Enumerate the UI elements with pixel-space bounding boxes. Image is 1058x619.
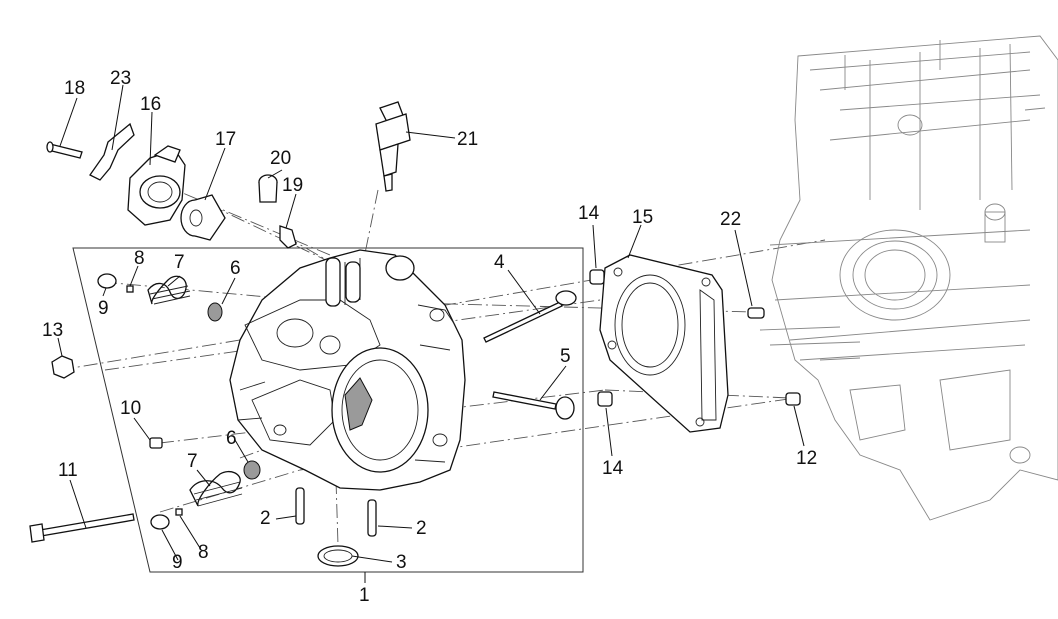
valve-spring-7-upper: [147, 275, 191, 305]
callout-2-left: 2: [260, 508, 271, 529]
cylinder-head: [229, 249, 466, 491]
callout-16: 16: [140, 94, 161, 115]
callout-13: 13: [42, 320, 63, 341]
callout-3: 3: [396, 552, 407, 573]
callout-19: 19: [282, 175, 303, 196]
o-ring-3: [317, 545, 359, 567]
callout-22: 22: [720, 209, 741, 230]
temperature-sensor-21: [375, 101, 411, 192]
callout-21: 21: [457, 129, 478, 150]
intake-valve-4: [483, 290, 577, 343]
thermostat-housing-16: [127, 145, 186, 226]
callout-9-lower: 9: [172, 552, 183, 573]
valve-spring-7-lower: [189, 470, 243, 507]
callout-12: 12: [796, 448, 817, 469]
bracket-23: [89, 122, 135, 181]
callout-8-lower: 8: [198, 542, 209, 563]
nut-13: [51, 355, 75, 379]
callout-23: 23: [110, 68, 131, 89]
cap-20: [258, 174, 278, 203]
leader-lines: [57, 84, 805, 563]
valve-keeper-8-lower: [175, 508, 183, 516]
valve-spring-retainer-9-lower: [150, 514, 170, 530]
dowel-12: [785, 392, 801, 406]
callout-6-lower: 6: [226, 428, 237, 449]
bolt-18: [46, 141, 83, 159]
callout-7-lower: 7: [187, 451, 198, 472]
fitting-19: [279, 225, 297, 249]
callout-4: 4: [494, 252, 505, 273]
dowel-22: [747, 307, 765, 319]
callout-18: 18: [64, 78, 85, 99]
callout-7-upper: 7: [174, 252, 185, 273]
dowel-14-upper: [589, 269, 605, 285]
valve-keeper-8-upper: [126, 285, 134, 293]
valve-seal-6-lower: [243, 460, 261, 480]
callout-labels: 18 23 16 17 21 20 19 8 7 6 9 13 4 5 10 6…: [42, 68, 817, 606]
exhaust-valve-5: [492, 391, 575, 420]
pin-10: [149, 437, 163, 449]
valve-seal-6-upper: [207, 302, 223, 322]
head-gasket-15: [599, 254, 729, 433]
callout-5: 5: [560, 346, 571, 367]
callout-1: 1: [359, 585, 370, 606]
callout-9-upper: 9: [98, 298, 109, 319]
callout-15: 15: [632, 207, 653, 228]
callout-17: 17: [215, 129, 236, 150]
valve-spring-retainer-9-upper: [97, 273, 117, 289]
dowel-pin-2-right: [367, 499, 377, 537]
dowel-pin-2-left: [295, 487, 305, 525]
callout-8-upper: 8: [134, 248, 145, 269]
callout-2-right: 2: [416, 518, 427, 539]
thermostat-17: [180, 194, 226, 241]
cylinder-head-group-frame: [72, 247, 584, 573]
engine-crankcase: [759, 35, 1058, 521]
callout-20: 20: [270, 148, 291, 169]
callout-11: 11: [58, 460, 78, 481]
callout-6-upper: 6: [230, 258, 241, 279]
callout-10: 10: [120, 398, 141, 419]
dowel-14-lower: [597, 391, 613, 407]
callout-14-upper: 14: [578, 203, 600, 224]
long-bolt-11: [29, 513, 135, 543]
callout-14-lower: 14: [602, 458, 624, 479]
